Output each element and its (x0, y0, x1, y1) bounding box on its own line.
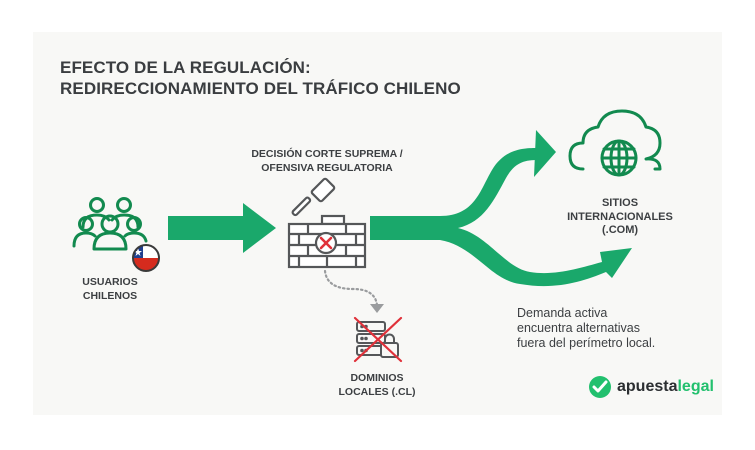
demand-note: Demanda activa encuentra alternativas fu… (517, 306, 655, 351)
red-cross-icon (353, 316, 403, 363)
arrow-users-to-court (168, 203, 276, 253)
court-label: DECISIÓN CORTE SUPREMA / OFENSIVA REGULA… (237, 148, 417, 175)
dotted-connector (323, 269, 379, 307)
note-line-3: fuera del perímetro local. (517, 336, 656, 350)
local-label-line-2: LOCALES (.CL) (338, 385, 416, 398)
chile-flag-icon (132, 244, 160, 272)
split-arrow (370, 130, 632, 287)
logo-part-2: legal (677, 378, 714, 395)
intl-label-line-3: (.COM) (601, 224, 639, 236)
users-group-icon (72, 197, 148, 251)
users-label: USUARIOS CHILENOS (75, 276, 145, 303)
court-label-line-2: OFENSIVA REGULATORIA (261, 161, 393, 174)
users-label-line-2: CHILENOS (82, 289, 138, 302)
logo-part-1: apuesta (617, 378, 678, 395)
note-line-2: encuentra alternativas (517, 321, 640, 335)
users-label-line-1: USUARIOS (82, 276, 138, 288)
court-label-line-1: DECISIÓN CORTE SUPREMA / (251, 148, 403, 160)
page-title: EFECTO DE LA REGULACIÓN: REDIRECCIONAMIE… (60, 57, 461, 99)
title-line-1: EFECTO DE LA REGULACIÓN: (60, 58, 311, 77)
blocked-x-icon (319, 236, 333, 250)
local-domains-label: DOMINIOS LOCALES (.CL) (332, 372, 422, 399)
intl-label-line-2: INTERNACIONALES (567, 210, 673, 223)
cloud-globe-icon (568, 109, 662, 177)
intl-label-line-1: SITIOS (601, 197, 639, 209)
dotted-arrowhead (370, 304, 384, 313)
check-badge-icon (589, 376, 611, 398)
local-label-line-1: DOMINIOS (350, 372, 404, 384)
title-line-2: REDIRECCIONAMIENTO DEL TRÁFICO CHILENO (60, 79, 461, 98)
note-line-1: Demanda activa (517, 306, 608, 320)
brand-logo: apuestalegal (613, 374, 714, 400)
logo-wordmark: apuestalegal (617, 378, 714, 396)
gavel-icon (291, 177, 336, 217)
international-sites-label: SITIOS INTERNACIONALES (.COM) (565, 197, 675, 238)
